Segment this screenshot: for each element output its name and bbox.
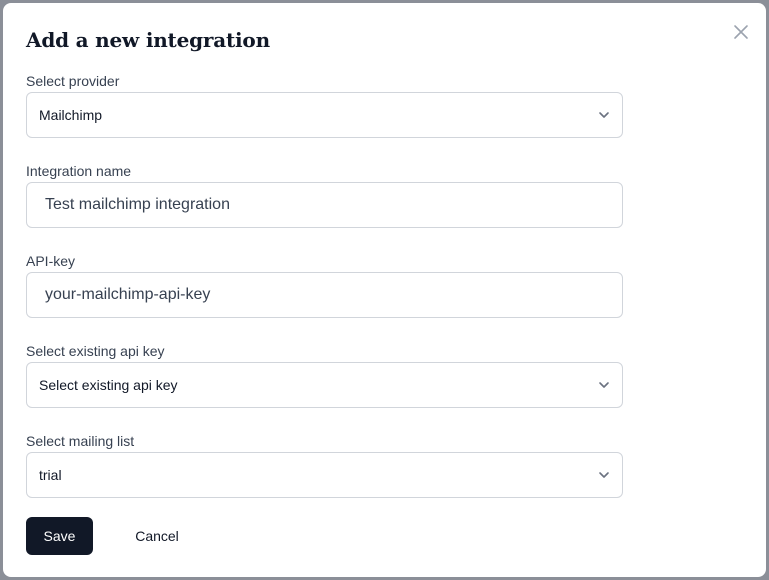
mailing-list-field: Select mailing list trial	[26, 432, 623, 498]
add-integration-modal: Add a new integration Select provider Ma…	[3, 3, 766, 577]
provider-field: Select provider Mailchimp	[26, 72, 623, 138]
integration-name-input[interactable]: Test mailchimp integration	[26, 182, 623, 228]
close-icon	[734, 25, 748, 39]
api-key-input[interactable]: your-mailchimp-api-key	[26, 272, 623, 318]
existing-api-key-label: Select existing api key	[26, 343, 165, 359]
integration-name-label: Integration name	[26, 163, 132, 179]
modal-title: Add a new integration	[26, 28, 270, 52]
integration-name-field: Integration name Test mailchimp integrat…	[26, 162, 623, 228]
api-key-field: API-key your-mailchimp-api-key	[26, 252, 623, 318]
save-button[interactable]: Save	[26, 517, 93, 555]
close-button[interactable]	[732, 23, 750, 41]
chevron-down-icon	[599, 112, 609, 118]
cancel-button[interactable]: Cancel	[135, 528, 179, 544]
existing-api-key-selected-value: Select existing api key	[39, 377, 178, 393]
api-key-value: your-mailchimp-api-key	[45, 286, 211, 303]
mailing-list-label: Select mailing list	[26, 433, 135, 449]
provider-selected-value: Mailchimp	[39, 107, 103, 123]
chevron-down-icon	[599, 472, 609, 478]
existing-api-key-select[interactable]: Select existing api key	[26, 362, 623, 408]
provider-select[interactable]: Mailchimp	[26, 92, 623, 138]
existing-api-key-field: Select existing api key Select existing …	[26, 342, 623, 408]
mailing-list-select[interactable]: trial	[26, 452, 623, 498]
provider-label: Select provider	[26, 73, 120, 89]
chevron-down-icon	[599, 382, 609, 388]
integration-name-value: Test mailchimp integration	[45, 196, 230, 213]
mailing-list-selected-value: trial	[39, 467, 62, 483]
api-key-label: API-key	[26, 253, 76, 269]
